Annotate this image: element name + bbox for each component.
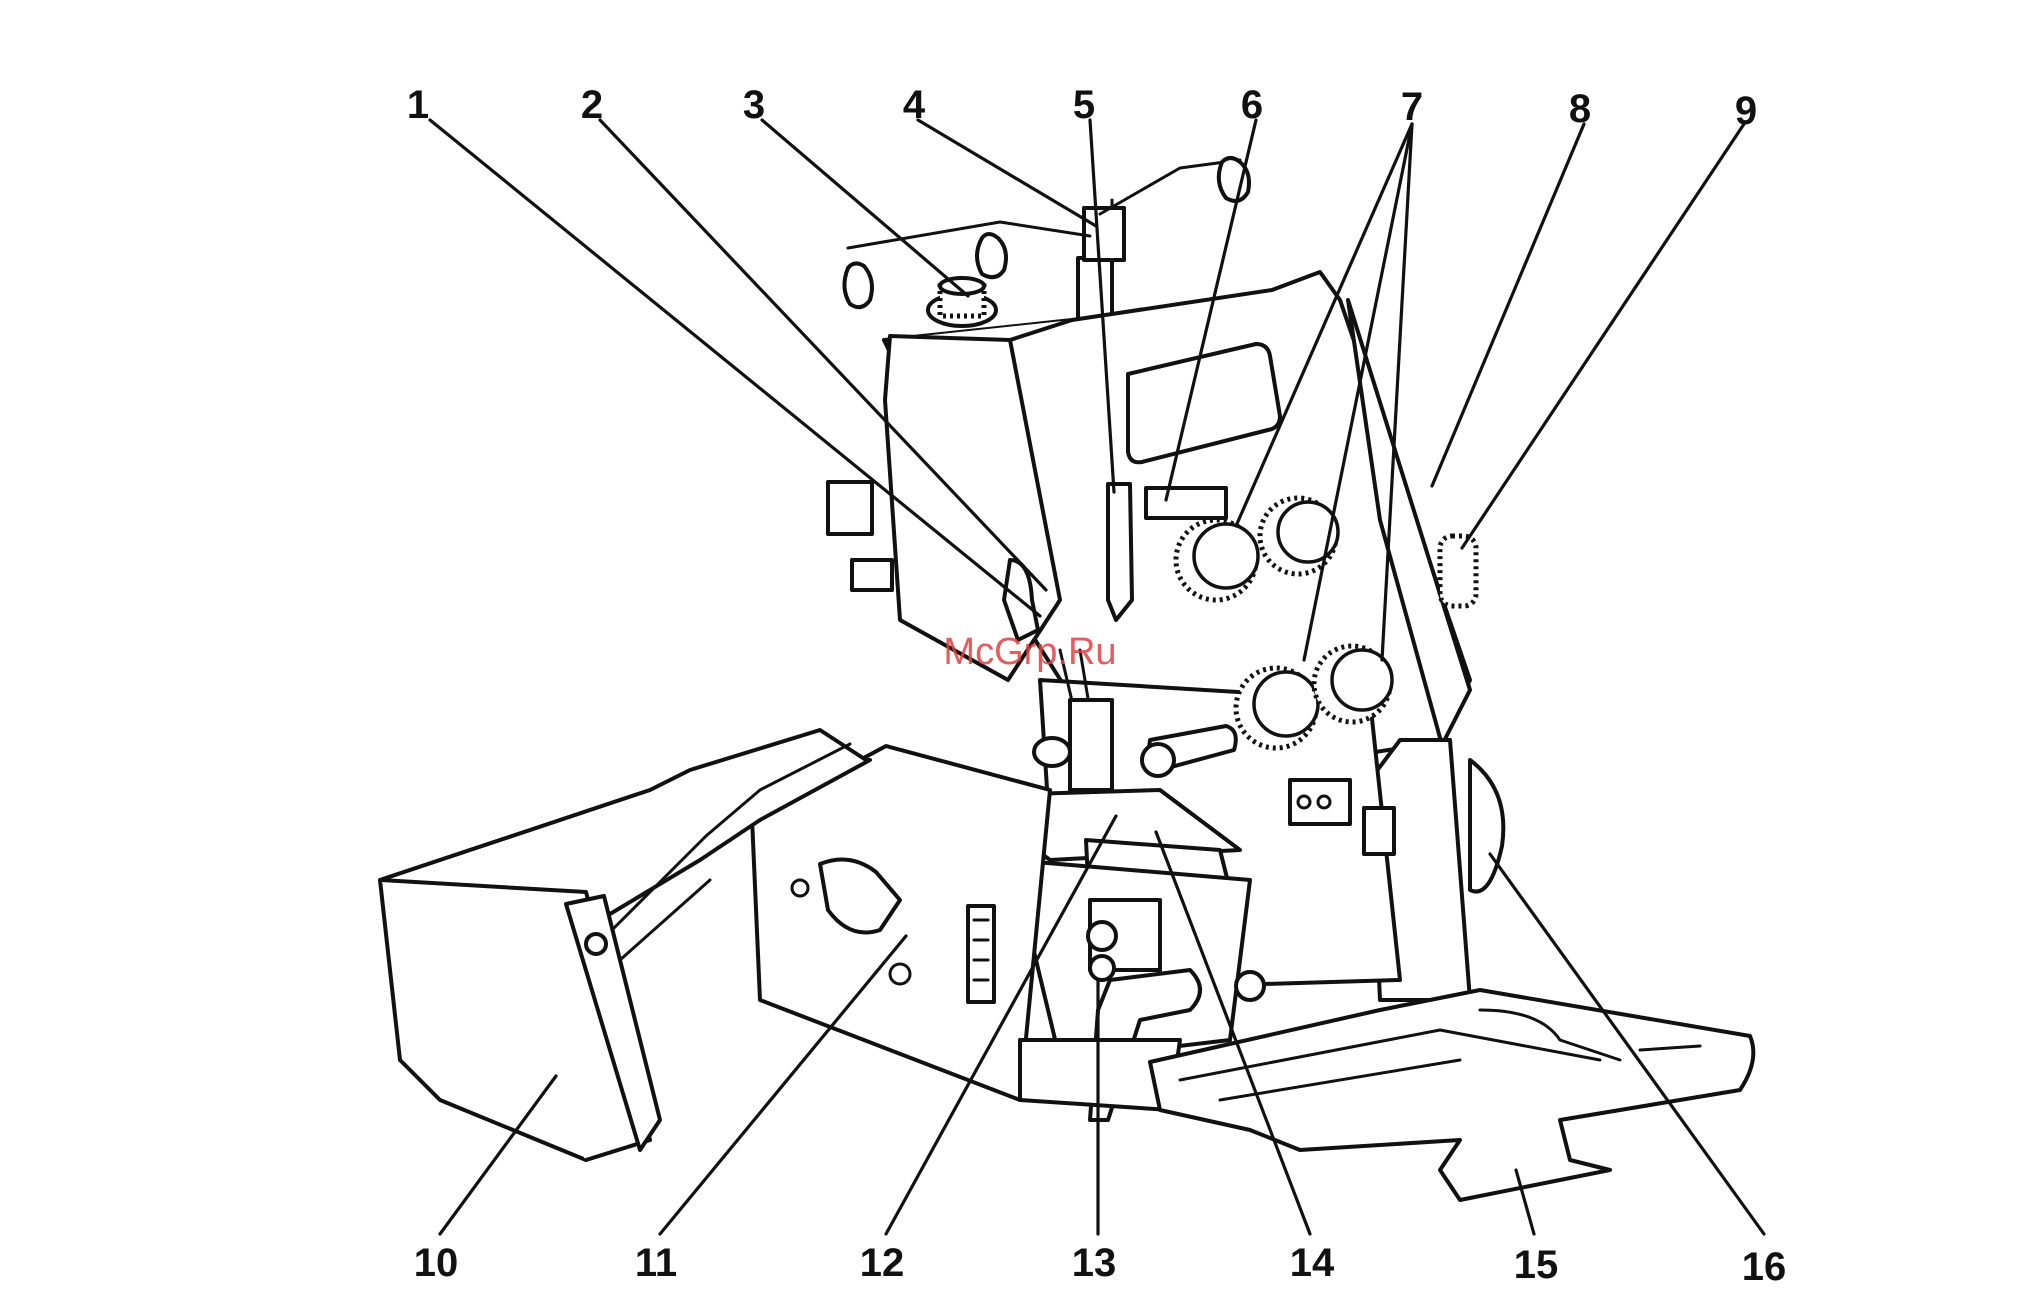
- callout-1: 1: [407, 83, 429, 127]
- callout-6: 6: [1241, 83, 1263, 127]
- leader-4: [918, 120, 1096, 226]
- callout-10: 10: [414, 1241, 459, 1285]
- leader-9: [1462, 124, 1744, 548]
- callout-11: 11: [635, 1241, 677, 1285]
- callout-4: 4: [903, 83, 926, 127]
- leader-8: [1432, 124, 1584, 486]
- callout-2: 2: [581, 83, 603, 127]
- callout-3: 3: [743, 83, 765, 127]
- callout-9: 9: [1735, 89, 1757, 133]
- callout-7: 7: [1401, 85, 1423, 129]
- machine-illustration: [380, 158, 1753, 1200]
- callout-8: 8: [1569, 87, 1591, 131]
- callout-16: 16: [1742, 1245, 1787, 1289]
- watermark-text: McGrp.Ru: [943, 631, 1116, 673]
- callout-12: 12: [860, 1241, 905, 1285]
- callout-5: 5: [1073, 83, 1095, 127]
- callout-13: 13: [1072, 1241, 1117, 1285]
- callout-15: 15: [1514, 1243, 1559, 1287]
- callout-14: 14: [1290, 1241, 1335, 1285]
